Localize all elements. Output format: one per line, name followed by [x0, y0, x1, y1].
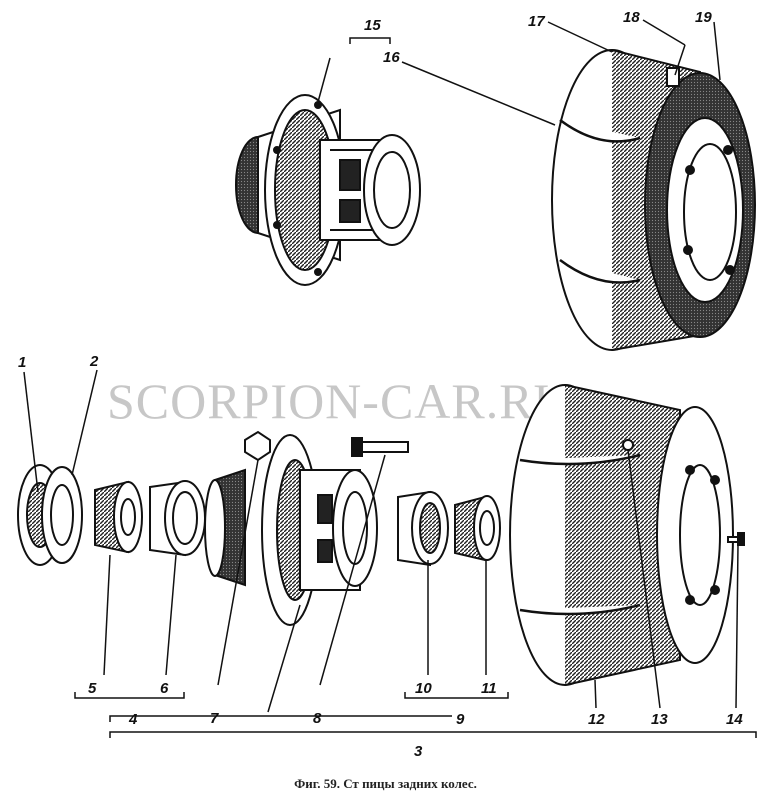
callout-12: 12: [588, 711, 605, 728]
top-brake-drum: [551, 49, 756, 351]
part-7-nut: [244, 430, 271, 462]
callout-15: 15: [364, 17, 381, 34]
part-12-brake-drum: [509, 384, 734, 686]
callout-14: 14: [726, 711, 743, 728]
callout-18: 18: [623, 9, 640, 26]
part-14-screw: [727, 532, 745, 546]
top-hub-assembly: [235, 94, 421, 286]
callout-numbers: 1 2 3 4 5 6 7 8 9 10 11 12 13 14 15 16 1…: [18, 9, 743, 760]
callout-8: 8: [313, 710, 322, 727]
part-10-bearing-cup: [397, 490, 449, 567]
leader-lines: [23, 19, 757, 738]
callout-10: 10: [415, 680, 432, 697]
callout-19: 19: [695, 9, 712, 26]
callout-17: 17: [528, 13, 545, 30]
callout-16: 16: [383, 49, 400, 66]
callout-5: 5: [88, 680, 97, 697]
callout-1: 1: [18, 354, 26, 371]
callout-6: 6: [160, 680, 169, 697]
bottom-hub: [204, 434, 378, 626]
callout-13: 13: [651, 711, 668, 728]
callout-9: 9: [456, 711, 465, 728]
part-6-bearing-cup: [149, 480, 206, 557]
callout-3: 3: [414, 743, 423, 760]
callout-2: 2: [89, 353, 99, 370]
watermark-text: SCORPION-CAR.RU: [107, 373, 571, 429]
figure-caption: Фиг. 59. Ст пицы задних колес.: [294, 776, 477, 791]
part-5-bearing-cone: [94, 480, 143, 554]
part-8-stud-bolt: [351, 437, 409, 457]
part-2-ring: [41, 466, 83, 564]
part-11-bearing-cone: [454, 495, 501, 562]
callout-7: 7: [210, 710, 219, 727]
callout-11: 11: [481, 680, 497, 697]
callout-4: 4: [128, 711, 138, 728]
